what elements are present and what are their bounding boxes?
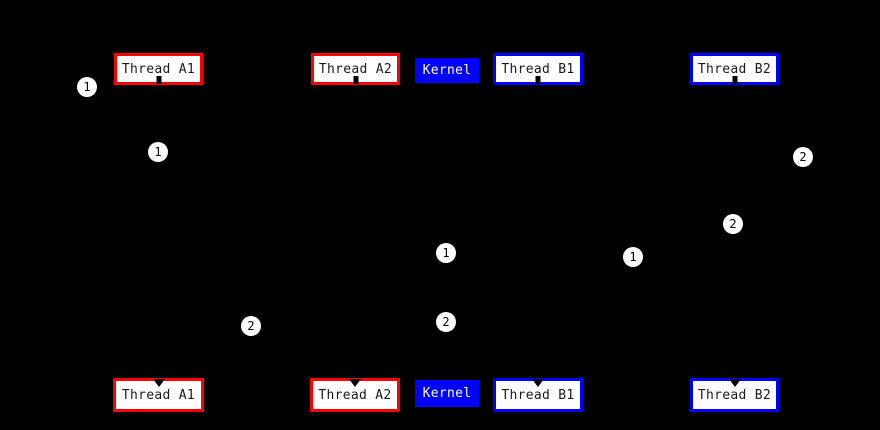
edge-arrowhead-notch xyxy=(532,379,544,387)
step-marker-label: 1 xyxy=(629,250,637,264)
node-thread-b1-bottom: Thread B1 xyxy=(493,378,583,412)
node-label: Thread B1 xyxy=(501,387,575,403)
step-marker-2: 2 xyxy=(793,147,813,167)
node-label: Thread B2 xyxy=(697,387,772,403)
step-marker-1: 1 xyxy=(436,243,456,263)
edge-attach-notch xyxy=(156,76,161,84)
node-label: Thread A2 xyxy=(318,387,392,403)
step-marker-1: 1 xyxy=(148,142,168,162)
node-thread-b2-top: Thread B2 xyxy=(690,53,779,85)
step-marker-1: 1 xyxy=(623,247,643,267)
step-marker-1: 1 xyxy=(77,77,97,97)
edge-attach-notch xyxy=(535,76,541,84)
step-marker-2: 2 xyxy=(436,312,456,332)
node-thread-a1-bottom: Thread A1 xyxy=(113,378,204,412)
step-marker-2: 2 xyxy=(241,316,261,336)
node-label: Thread A2 xyxy=(318,61,393,77)
step-marker-label: 1 xyxy=(154,145,162,159)
node-label: Kernel xyxy=(422,386,472,401)
step-marker-label: 1 xyxy=(83,80,91,94)
step-marker-label: 2 xyxy=(799,150,807,164)
step-marker-label: 2 xyxy=(247,319,255,333)
step-marker-label: 1 xyxy=(442,246,450,260)
node-thread-a2-top: Thread A2 xyxy=(311,53,400,85)
node-thread-b2-bottom: Thread B2 xyxy=(690,378,779,412)
edge-arrowhead-notch xyxy=(152,379,165,387)
edge-arrowhead-notch xyxy=(728,379,741,387)
node-label: Thread B1 xyxy=(501,61,575,77)
node-label: Thread A1 xyxy=(121,61,196,77)
step-marker-label: 2 xyxy=(729,217,737,231)
node-label: Thread A1 xyxy=(121,387,196,403)
step-marker-label: 2 xyxy=(442,315,450,329)
edge-attach-notch xyxy=(353,76,358,84)
edge-attach-notch xyxy=(732,76,737,84)
node-thread-b1-top: Thread B1 xyxy=(493,53,583,85)
step-marker-2: 2 xyxy=(723,214,743,234)
edge-arrowhead-notch xyxy=(349,379,361,387)
node-kernel-top: Kernel xyxy=(415,58,479,83)
node-label: Kernel xyxy=(422,63,472,78)
node-thread-a1-top: Thread A1 xyxy=(114,53,203,85)
node-kernel-bottom: Kernel xyxy=(415,380,479,407)
node-thread-a2-bottom: Thread A2 xyxy=(310,378,400,412)
node-label: Thread B2 xyxy=(697,61,772,77)
